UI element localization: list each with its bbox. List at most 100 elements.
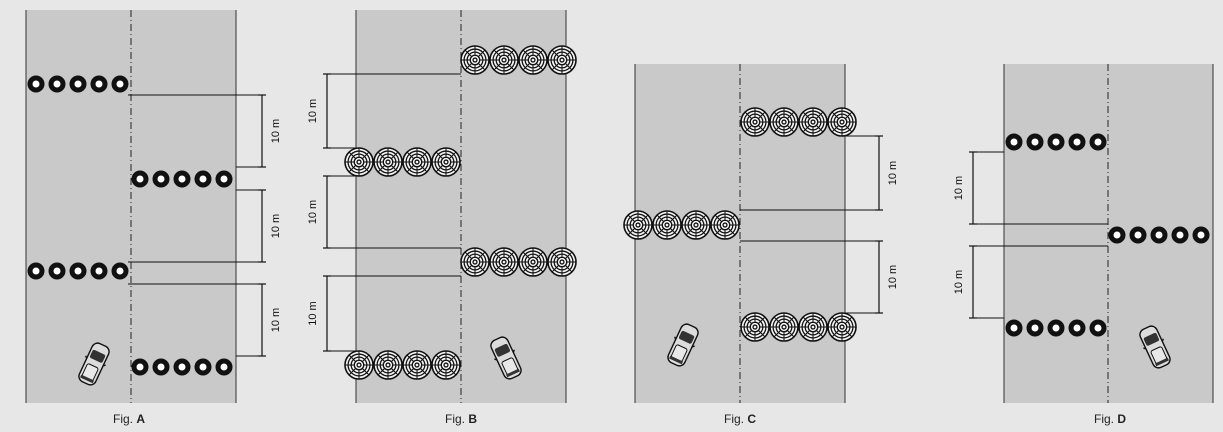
tire <box>460 247 490 277</box>
tire <box>1026 319 1044 337</box>
tire <box>1068 319 1086 337</box>
tire <box>547 45 577 75</box>
dimensions-fig-b: 10 m10 m10 m <box>307 73 461 352</box>
tire-row-d-2 <box>1108 226 1210 244</box>
tire <box>431 350 461 380</box>
car-icon <box>667 323 699 367</box>
dimension-label: 10 m <box>887 265 899 289</box>
tire <box>1005 133 1023 151</box>
tire-row-c-2 <box>623 210 740 240</box>
tire <box>194 170 212 188</box>
dimension-label: 10 m <box>307 200 319 224</box>
dimension-label: 10 m <box>953 176 965 200</box>
tire <box>173 170 191 188</box>
tire <box>547 247 577 277</box>
tire <box>27 75 45 93</box>
tire <box>518 45 548 75</box>
tire <box>152 358 170 376</box>
tire <box>798 312 828 342</box>
caption-fig-a: Fig. A <box>113 412 145 426</box>
dimension-10m: 10 m <box>307 73 331 149</box>
tire <box>194 358 212 376</box>
tire-row-b-1 <box>460 45 577 75</box>
dimension-10m: 10 m <box>953 151 977 225</box>
tire <box>173 358 191 376</box>
dimension-10m: 10 m <box>258 283 282 357</box>
tire <box>1089 319 1107 337</box>
caption-fig-b: Fig. B <box>445 412 477 426</box>
tire-row-c-1 <box>740 107 857 137</box>
tire <box>1150 226 1168 244</box>
caption-letter: D <box>1117 412 1127 426</box>
tire <box>344 350 374 380</box>
tire <box>652 210 682 240</box>
tire <box>623 210 653 240</box>
tire-row-b-4 <box>344 350 461 380</box>
caption-prefix: Fig. <box>444 412 465 426</box>
dimension-10m: 10 m <box>875 240 899 314</box>
tire <box>402 147 432 177</box>
tire <box>740 312 770 342</box>
tire <box>131 358 149 376</box>
tire <box>344 147 374 177</box>
tire <box>740 107 770 137</box>
dimensions-fig-c: 10 m 10 m <box>740 135 899 314</box>
tire <box>798 107 828 137</box>
dimensions-layer: 10 m10 m10 m10 m10 m10 m10 m10 m10 m10 m <box>128 73 1108 357</box>
tire <box>1068 133 1086 151</box>
dimension-10m: 10 m <box>258 94 282 168</box>
tire <box>1108 226 1126 244</box>
caption-letter: A <box>136 412 146 426</box>
tire <box>48 262 66 280</box>
cars-layer <box>78 323 1171 386</box>
tire <box>69 75 87 93</box>
tire <box>431 147 461 177</box>
dimensions-fig-d: 10 m 10 m <box>953 151 1108 319</box>
tire-row-c-3 <box>740 312 857 342</box>
dimension-label: 10 m <box>270 119 282 143</box>
tire <box>769 107 799 137</box>
tire <box>69 262 87 280</box>
tire-row-d-3 <box>1005 319 1107 337</box>
tire-row-b-3 <box>460 247 577 277</box>
dimensions-fig-a: 10 m 10 m 10 m <box>128 94 282 357</box>
car-icon <box>490 336 522 380</box>
tire <box>48 75 66 93</box>
dimension-10m: 10 m <box>875 135 899 211</box>
tire-row-a-2 <box>131 170 233 188</box>
tire <box>215 170 233 188</box>
tire-row-d-1 <box>1005 133 1107 151</box>
dimension-label: 10 m <box>307 99 319 123</box>
tire <box>489 247 519 277</box>
tire <box>90 262 108 280</box>
tire-row-a-3 <box>27 262 129 280</box>
tire <box>827 107 857 137</box>
caption-letter: C <box>747 412 757 426</box>
tire <box>131 170 149 188</box>
tire <box>681 210 711 240</box>
tire <box>1005 319 1023 337</box>
dimension-label: 10 m <box>887 161 899 185</box>
dimension-10m: 10 m <box>258 189 282 263</box>
tire <box>1047 319 1065 337</box>
tire <box>489 45 519 75</box>
tire <box>402 350 432 380</box>
caption-fig-c: Fig. C <box>724 412 756 426</box>
tire <box>1047 133 1065 151</box>
car-icon <box>78 342 110 386</box>
dimension-10m: 10 m <box>307 175 331 249</box>
tire <box>1192 226 1210 244</box>
tire <box>827 312 857 342</box>
tire <box>710 210 740 240</box>
tire <box>518 247 548 277</box>
caption-letter: B <box>468 412 478 426</box>
caption-prefix: Fig. <box>723 412 744 426</box>
dimension-label: 10 m <box>953 270 965 294</box>
tire-row-a-4 <box>131 358 233 376</box>
tire <box>460 45 490 75</box>
tire <box>215 358 233 376</box>
road-fig-a <box>25 10 237 403</box>
dimension-label: 10 m <box>270 308 282 332</box>
dimension-10m: 10 m <box>953 245 977 319</box>
